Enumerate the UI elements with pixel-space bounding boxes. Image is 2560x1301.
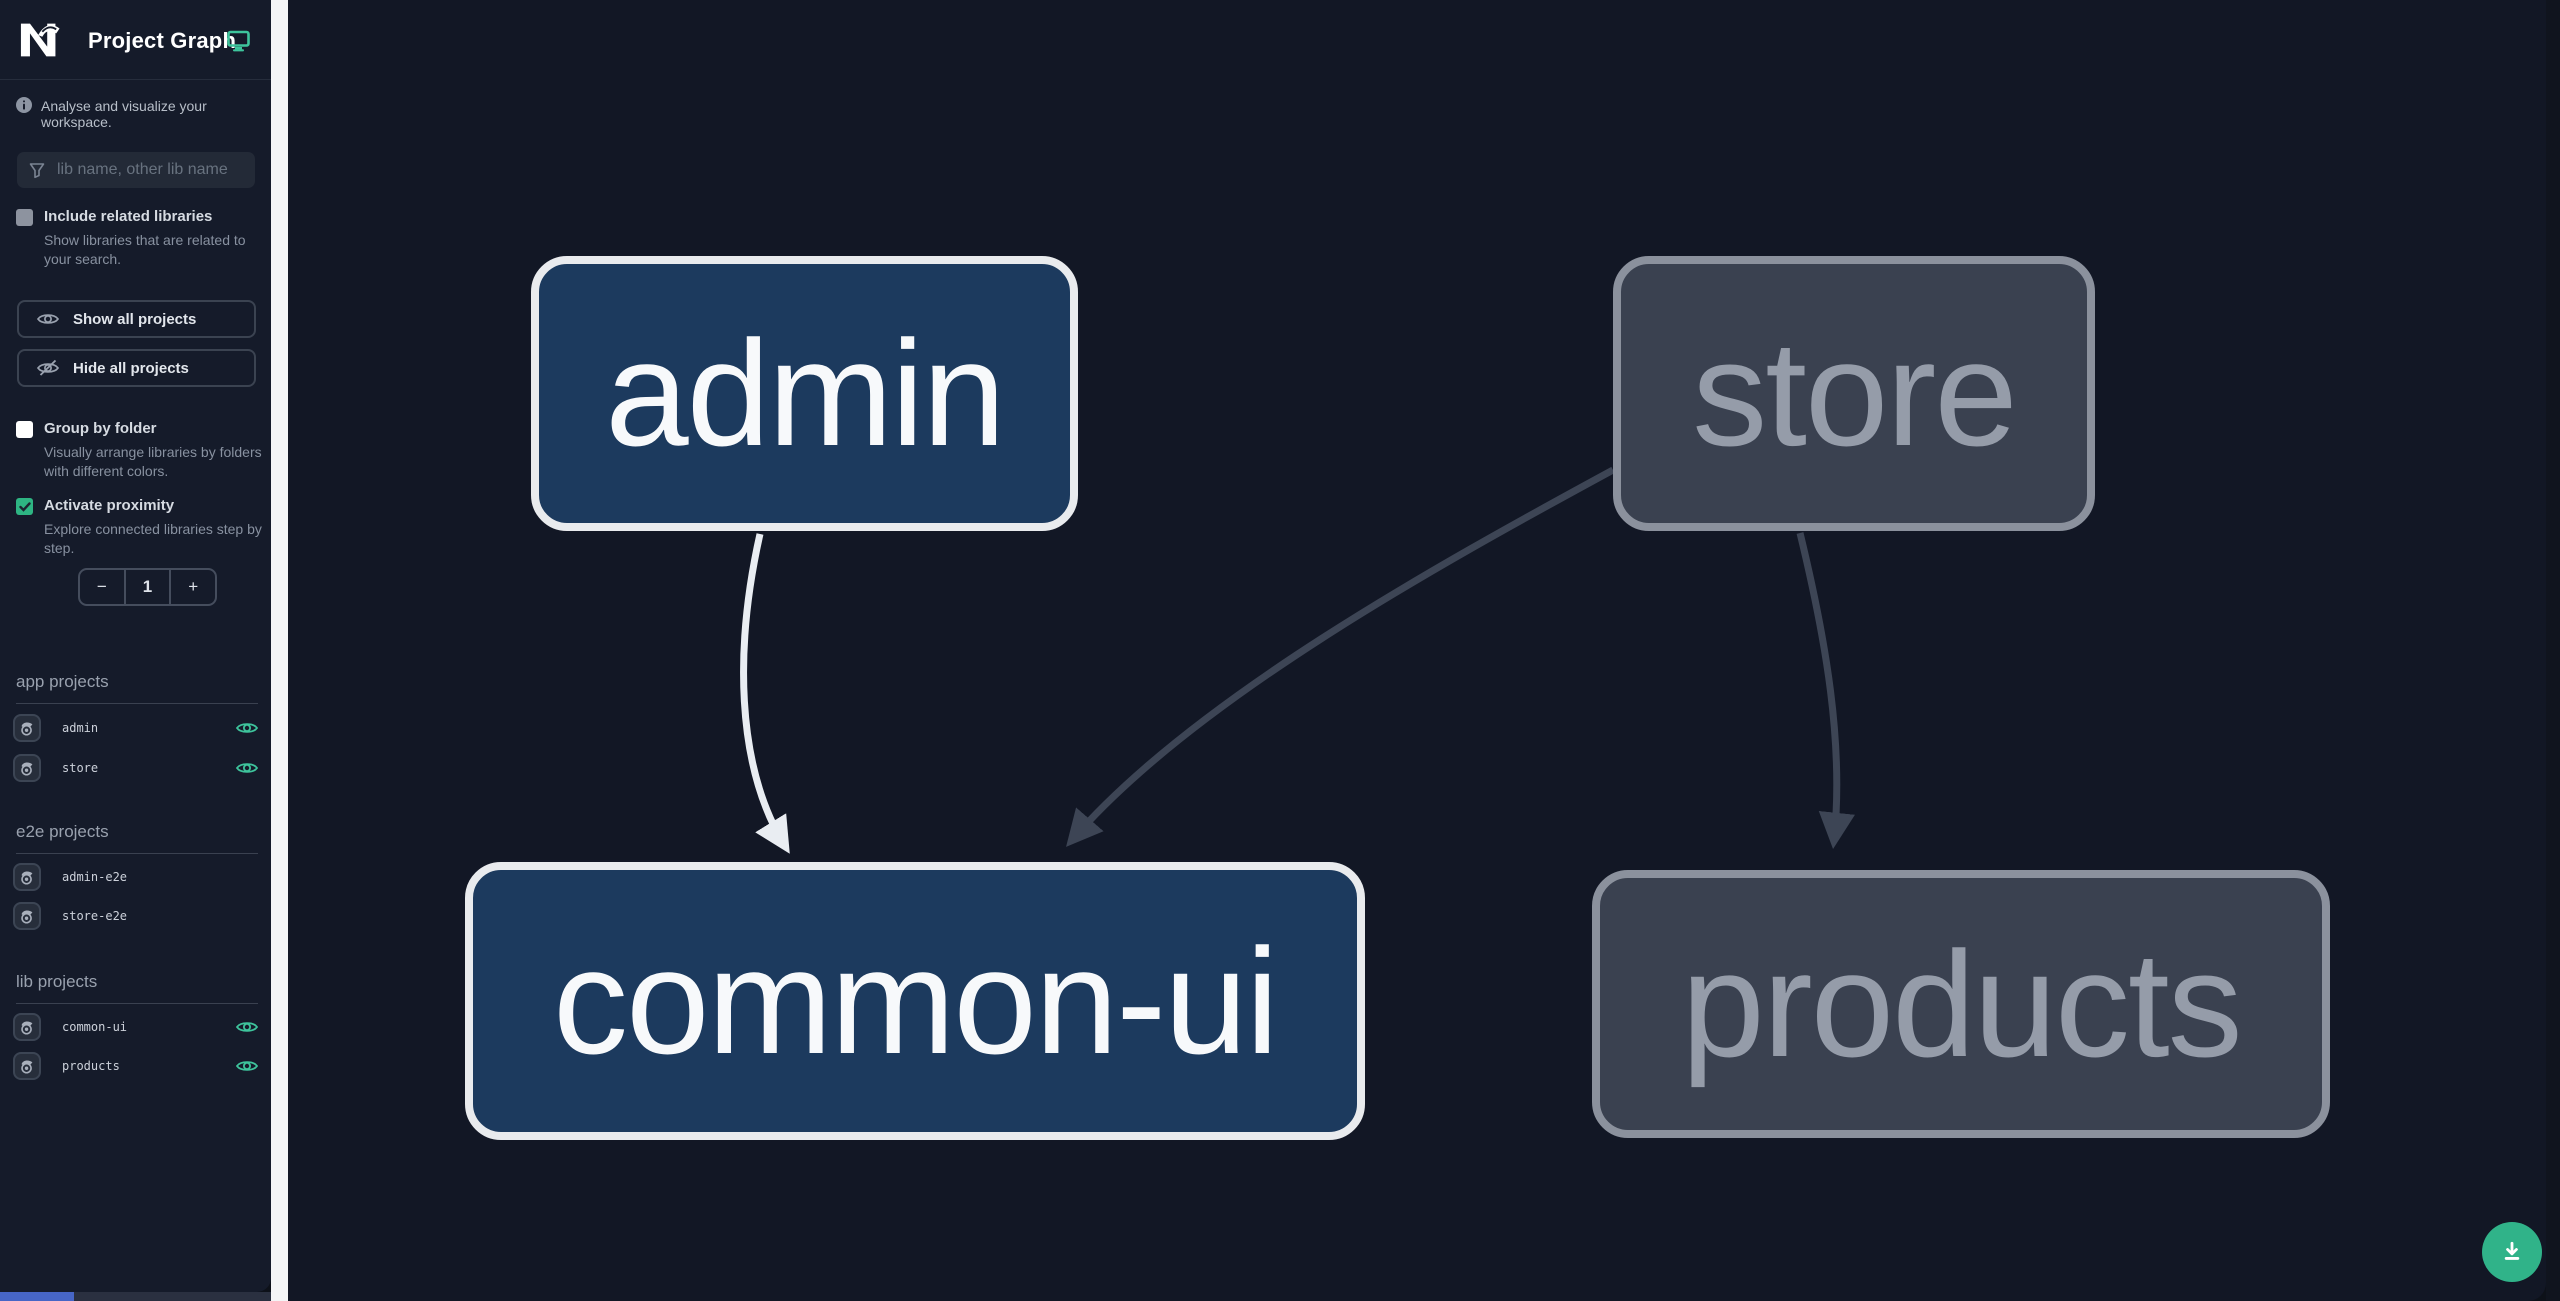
- filter-input[interactable]: lib name, other lib name: [17, 152, 255, 188]
- eye-visible-icon[interactable]: [236, 720, 258, 736]
- group-by-folder-desc: Visually arrange libraries by folders wi…: [44, 444, 262, 479]
- eye-icon: [37, 314, 59, 324]
- edge-store-to-products: [1796, 532, 1855, 850]
- horizontal-scrollbar[interactable]: [0, 1292, 271, 1301]
- focus-pin-icon: [21, 722, 33, 736]
- download-icon: [2504, 1241, 2520, 1260]
- node-label: admin: [605, 309, 1006, 477]
- activate-proximity-desc: Explore connected libraries step by step…: [44, 521, 262, 556]
- edges-layer: [740, 466, 1855, 854]
- nx-logo-icon: [20, 23, 60, 57]
- edge-admin-to-common-ui: [740, 533, 790, 854]
- activate-proximity-checkbox[interactable]: [16, 498, 33, 515]
- section-lib-projects: lib projects: [16, 972, 258, 1004]
- horizontal-scrollbar-thumb[interactable]: [0, 1292, 74, 1301]
- right-gutter: [2546, 0, 2560, 1301]
- project-name: store-e2e: [62, 909, 128, 923]
- graph-node-common-ui[interactable]: common-ui: [465, 862, 1365, 1140]
- focus-pin-icon: [21, 1060, 33, 1074]
- focus-project-button[interactable]: [13, 1013, 41, 1041]
- sidebar-header: Project Graph: [0, 0, 271, 80]
- project-row-admin-e2e: admin-e2e: [13, 863, 258, 891]
- focus-project-button[interactable]: [13, 1052, 41, 1080]
- checkmark-icon: [18, 501, 31, 512]
- focus-pin-icon: [21, 762, 33, 776]
- project-name: admin: [62, 721, 99, 735]
- filter-placeholder: lib name, other lib name: [57, 161, 228, 178]
- monitor-icon[interactable]: [227, 30, 250, 52]
- workspace-tagline: Analyse and visualize your workspace.: [41, 98, 207, 130]
- hide-all-projects-button[interactable]: Hide all projects: [17, 349, 256, 387]
- eye-off-icon: [37, 359, 59, 376]
- node-label: common-ui: [553, 916, 1279, 1085]
- project-row-store: store: [13, 754, 258, 782]
- node-label: products: [1681, 919, 2242, 1088]
- sidebar: Project Graph Analyse and visualize your…: [0, 0, 271, 1301]
- focus-project-button[interactable]: [13, 754, 41, 782]
- include-related-label: Include related libraries: [44, 208, 213, 225]
- project-name: products: [62, 1059, 120, 1073]
- info-icon: [16, 97, 32, 113]
- eye-visible-icon[interactable]: [236, 1019, 258, 1035]
- include-related-checkbox[interactable]: [16, 209, 33, 226]
- hide-all-projects-label: Hide all projects: [73, 359, 189, 377]
- project-name: common-ui: [62, 1020, 128, 1034]
- focus-pin-icon: [21, 871, 33, 885]
- filter-icon: [29, 163, 45, 179]
- focus-project-button[interactable]: [13, 863, 41, 891]
- proximity-decrement-button[interactable]: −: [96, 577, 107, 596]
- group-by-folder-label: Group by folder: [44, 420, 157, 437]
- graph-node-store[interactable]: store: [1613, 256, 2095, 531]
- focus-project-button[interactable]: [13, 714, 41, 742]
- edge-store-to-common-ui: [1066, 466, 1615, 847]
- activate-proximity-label: Activate proximity: [44, 497, 175, 514]
- focus-pin-icon: [21, 910, 33, 924]
- node-label: store: [1692, 309, 2017, 477]
- proximity-stepper: − 1 +: [78, 568, 217, 606]
- focus-pin-icon: [21, 1021, 33, 1035]
- show-all-projects-label: Show all projects: [73, 310, 197, 328]
- group-by-folder-checkbox[interactable]: [16, 421, 33, 438]
- graph-node-products[interactable]: products: [1592, 870, 2330, 1138]
- include-related-desc: Show libraries that are related to your …: [44, 232, 246, 267]
- proximity-value: 1: [123, 570, 170, 604]
- section-app-projects: app projects: [16, 672, 258, 704]
- project-row-admin: admin: [13, 714, 258, 742]
- project-row-store-e2e: store-e2e: [13, 902, 258, 930]
- focus-project-button[interactable]: [13, 902, 41, 930]
- graph-canvas[interactable]: admin store common-ui products: [288, 0, 2546, 1301]
- download-image-button[interactable]: [2482, 1222, 2542, 1282]
- section-e2e-projects: e2e projects: [16, 822, 258, 854]
- project-name: store: [62, 761, 99, 775]
- eye-visible-icon[interactable]: [236, 1058, 258, 1074]
- show-all-projects-button[interactable]: Show all projects: [17, 300, 256, 338]
- project-row-common-ui: common-ui: [13, 1013, 258, 1041]
- project-name: admin-e2e: [62, 870, 128, 884]
- project-row-products: products: [13, 1052, 258, 1080]
- proximity-increment-button[interactable]: +: [169, 570, 215, 604]
- sidebar-scrollbar[interactable]: [271, 0, 288, 1301]
- graph-node-admin[interactable]: admin: [531, 256, 1078, 531]
- eye-visible-icon[interactable]: [236, 760, 258, 776]
- app-title: Project Graph: [88, 28, 237, 53]
